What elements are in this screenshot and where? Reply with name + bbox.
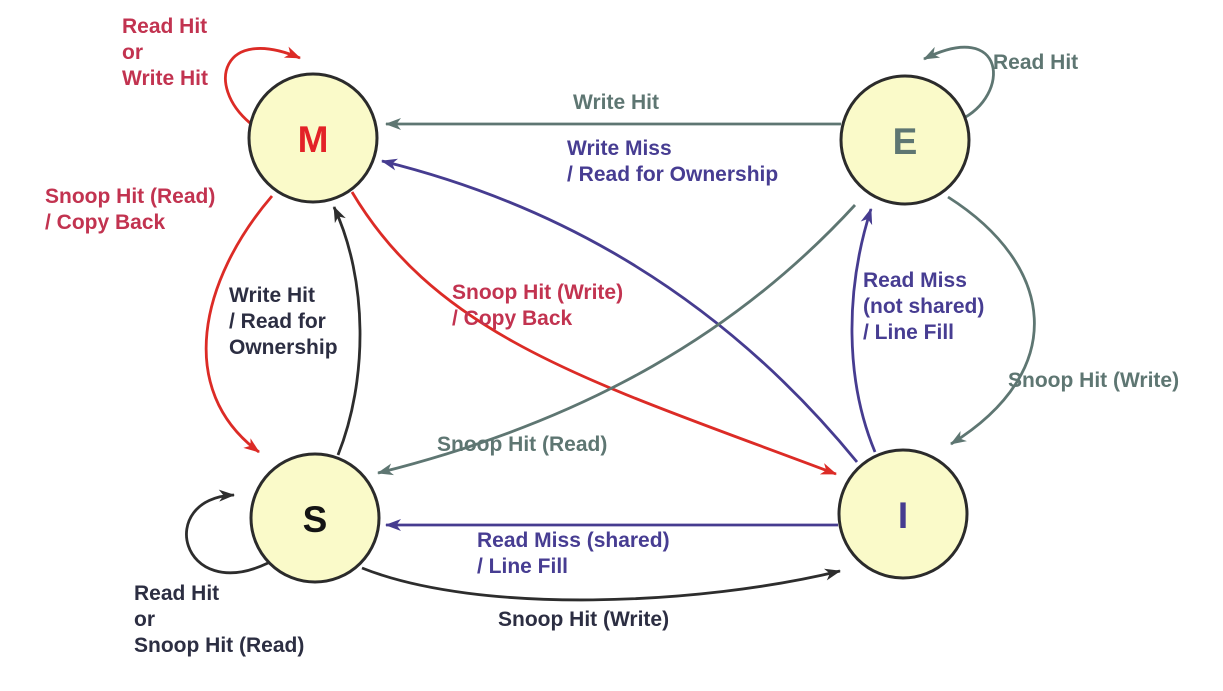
transition-m-to-s <box>204 195 274 454</box>
state-letter-i: I <box>898 495 908 536</box>
transition-s-to-i <box>361 566 841 602</box>
label-line: Snoop Hit (Write) <box>498 608 670 631</box>
label-s-self-loop: Read Hit or Snoop Hit (Read) <box>134 581 304 659</box>
state-letter-m: M <box>298 119 329 160</box>
label-line: or <box>122 41 143 64</box>
label-e-self-loop: Read Hit <box>993 50 1078 76</box>
label-m-to-i: Snoop Hit (Write) / Copy Back <box>452 280 623 332</box>
label-line: Snoop Hit (Write) <box>1008 369 1180 392</box>
label-i-to-s: Read Miss (shared) / Line Fill <box>477 528 670 580</box>
label-line: Write Miss <box>567 137 672 160</box>
transition-m-self <box>224 46 301 125</box>
label-line: Ownership <box>229 336 338 359</box>
label-i-to-m: Write Miss / Read for Ownership <box>567 136 778 188</box>
transition-i-to-m <box>381 158 859 463</box>
label-line: Read Miss <box>863 269 967 292</box>
label-line: / Line Fill <box>477 555 569 578</box>
label-line: Read Hit <box>122 15 208 38</box>
label-s-to-m: Write Hit / Read for Ownership <box>229 283 338 361</box>
label-line: (not shared) <box>863 295 985 318</box>
label-line: / Read for Ownership <box>567 163 779 186</box>
state-letter-e: E <box>893 121 918 162</box>
label-e-to-i: Snoop Hit (Write) <box>1008 368 1179 394</box>
label-line: / Copy Back <box>45 211 166 234</box>
label-e-to-m: Write Hit <box>573 90 659 116</box>
label-line: Write Hit <box>229 284 315 307</box>
label-line: Read Hit <box>134 582 220 605</box>
state-letter-s: S <box>303 499 328 540</box>
label-i-to-e: Read Miss (not shared) / Line Fill <box>863 268 984 346</box>
transition-e-self <box>923 45 995 122</box>
state-node-s <box>249 452 381 584</box>
label-line: Snoop Hit (Read) <box>45 185 216 208</box>
label-line: or <box>134 608 155 631</box>
label-line: / Line Fill <box>863 321 955 344</box>
transition-e-to-s <box>377 204 857 476</box>
transition-m-to-i <box>350 191 837 476</box>
transition-e-to-i <box>947 195 1036 446</box>
transition-s-self <box>185 489 269 575</box>
label-line: Snoop Hit (Read) <box>134 634 305 657</box>
label-e-to-s: Snoop Hit (Read) <box>437 432 607 458</box>
label-line: Write Hit <box>573 91 659 114</box>
state-node-m <box>247 72 379 204</box>
state-node-e <box>839 74 971 206</box>
label-s-to-i: Snoop Hit (Write) <box>498 607 669 633</box>
transition-i-to-e <box>850 208 877 453</box>
label-m-to-s: Snoop Hit (Read) / Copy Back <box>45 184 215 236</box>
label-line: Write Hit <box>122 67 208 90</box>
label-line: / Read for <box>229 310 326 333</box>
label-line: / Copy Back <box>452 307 573 330</box>
transition-s-to-m <box>332 206 362 456</box>
label-line: Snoop Hit (Write) <box>452 281 624 304</box>
state-node-i <box>837 448 969 580</box>
label-line: Read Hit <box>993 51 1079 74</box>
label-line: Read Miss (shared) <box>477 529 670 552</box>
label-line: Snoop Hit (Read) <box>437 433 608 456</box>
label-m-self-loop: Read Hit or Write Hit <box>122 14 208 92</box>
